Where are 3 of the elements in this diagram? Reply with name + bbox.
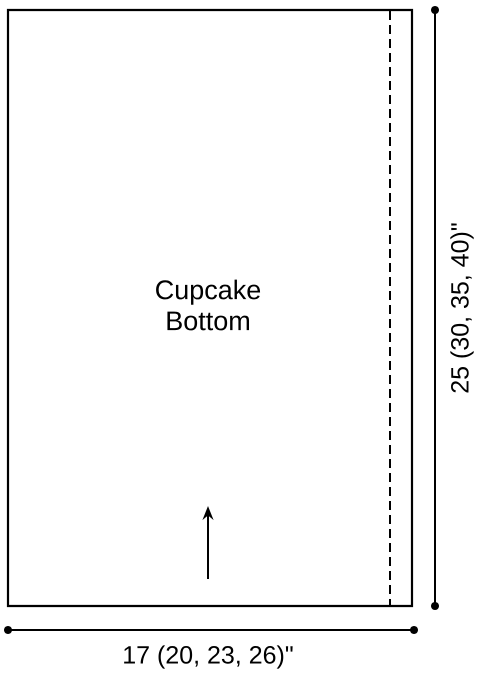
dimension-label: 17 (20, 23, 26)" [124,645,293,669]
dimension-label: 25 (30, 35, 40)" [450,223,474,392]
pattern-piece: Cupcake Bottom [6,8,414,608]
